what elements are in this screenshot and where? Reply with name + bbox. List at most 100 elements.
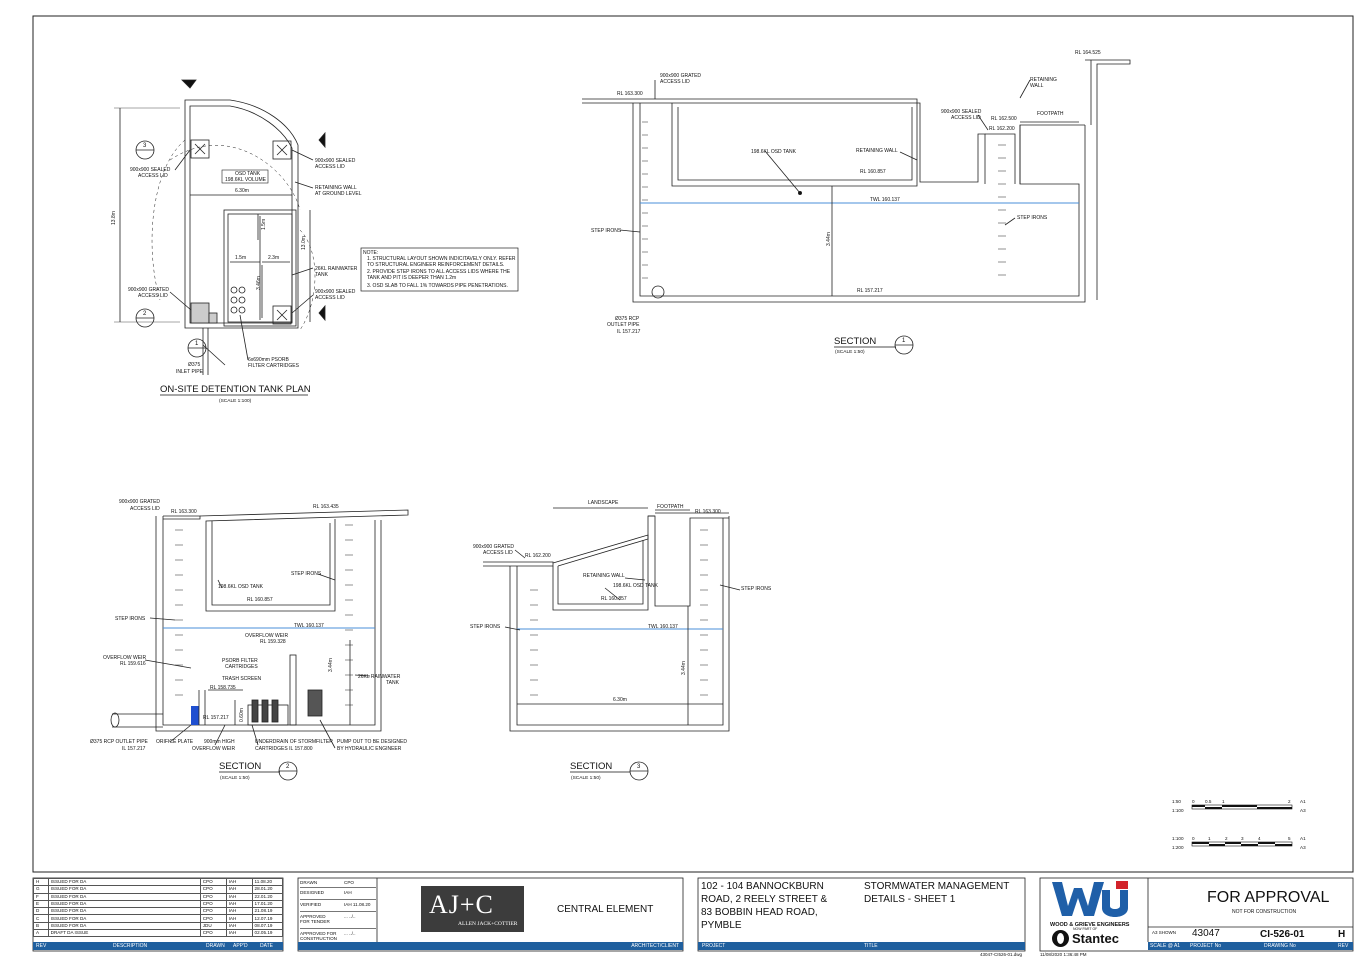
s3-landscape: LANDSCAPE bbox=[588, 500, 619, 506]
construction-val: ... ../.. bbox=[344, 931, 356, 936]
address-line-4: PYMBLE bbox=[701, 920, 742, 931]
address-line-2: ROAD, 2 REELY STREET & bbox=[701, 894, 828, 905]
bar-rev: REV bbox=[1338, 943, 1349, 949]
revision-rev: D bbox=[33, 907, 49, 916]
revision-drawn: CPO bbox=[199, 907, 227, 916]
scale-row1-left-1: 1:50 bbox=[1172, 799, 1181, 804]
verified-val: IAH 11.08.20 bbox=[344, 902, 371, 907]
revision-appd: IAH bbox=[225, 892, 253, 901]
s2-weir900-1: 900mm HIGH bbox=[204, 739, 235, 745]
plan-width: 6.30m bbox=[235, 188, 249, 194]
title-bar-label: TITLE bbox=[864, 943, 878, 949]
scale-row1-tick-0: 0 bbox=[1192, 799, 1195, 804]
s1-retaining-top-2: WALL bbox=[1030, 83, 1044, 89]
s2-overflow-left-2: RL 159.616 bbox=[120, 661, 146, 667]
s2-underdrain-1: UNDERDRAIN OF STORMFILTER bbox=[255, 739, 333, 745]
notes-line-1: 1. STRUCTURAL LAYOUT SHOWN INDICITAVELY … bbox=[367, 256, 516, 262]
s1-title: SECTION bbox=[834, 336, 876, 347]
ajc-logo: AJ+C ALLEN JACK+COTTIER bbox=[421, 886, 524, 932]
scale-bars: 1:50 1:100 0 0.5 1 2 A1 A3 1:100 1:200 0… bbox=[1172, 799, 1306, 850]
project-bar: PROJECT TITLE bbox=[698, 942, 1025, 950]
s3-osd: 198.6KL OSD TANK bbox=[613, 583, 659, 589]
scale-row1-tick-1: 0.5 bbox=[1205, 799, 1212, 804]
scale-row1-tick-4: 2 bbox=[1288, 799, 1291, 804]
revision-rev: H bbox=[33, 877, 49, 887]
revision-desc: ISSUED FOR DA bbox=[47, 885, 201, 894]
plan-dim-23: 2.3m bbox=[268, 255, 279, 261]
section-1-drawing bbox=[582, 59, 1131, 355]
notes-line-2: TO STRUCTURAL ENGINEER REINFORCEMENT DET… bbox=[367, 262, 504, 268]
drawing-title-2: DETAILS - SHEET 1 bbox=[864, 894, 956, 905]
s3-footpath: FOOTPATH bbox=[657, 504, 684, 510]
plan-dim-15a: 1.5m bbox=[261, 219, 267, 230]
s3-rl-160857: RL 160.857 bbox=[601, 596, 627, 602]
plan-lid-right-2: ACCESS LID bbox=[315, 164, 345, 170]
revision-desc: ISSUED FOR DA bbox=[47, 914, 201, 923]
revision-appd: IAH bbox=[225, 885, 253, 894]
s2-num: 2 bbox=[286, 764, 290, 770]
s1-sealed-1: 900x900 SEALED bbox=[941, 109, 982, 115]
scale-row2-left-1: 1:100 bbox=[1172, 836, 1184, 841]
osd-tank-plan-text: 3 2 1 900x900 SEALED ACCESS LID 900x900 … bbox=[111, 143, 362, 404]
s2-dim-05: 0.60m bbox=[239, 708, 245, 722]
revision-appd: IAH bbox=[225, 907, 253, 916]
section-3-text: LANDSCAPE FOOTPATH RL 163.300 900x900 GR… bbox=[470, 500, 772, 781]
s2-orifice: ORIFICE PLATE bbox=[156, 739, 194, 745]
stantec-logo: Stantec bbox=[1052, 930, 1119, 947]
s2-step-right: STEP IRONS bbox=[291, 571, 322, 577]
revision-appd: IAH bbox=[225, 899, 253, 909]
s3-grated-2: ACCESS LID bbox=[483, 550, 513, 556]
scale-row2-left-2: 1:200 bbox=[1172, 845, 1184, 850]
revision-drawn: JDU bbox=[199, 921, 227, 931]
wge-logo-text: WOOD & GRIEVE ENGINEERS bbox=[1050, 922, 1130, 928]
s2-rl-435: RL 163.435 bbox=[313, 504, 339, 510]
scale-row2-tick-5: 5 bbox=[1288, 836, 1291, 841]
construction-label-2: CONSTRUCTION bbox=[300, 936, 338, 941]
plan-retaining-2: AT GROUND LEVEL bbox=[315, 191, 362, 197]
revision-appd: IAH bbox=[225, 877, 253, 887]
revision-desc: ISSUED FOR DA bbox=[47, 907, 201, 916]
revision-rev: B bbox=[33, 921, 49, 931]
revision-drawn: CPO bbox=[199, 899, 227, 909]
s1-step-right: STEP IRONS bbox=[1017, 215, 1048, 221]
approval-substatus: NOT FOR CONSTRUCTION bbox=[1232, 909, 1297, 915]
revision-date: 17.01.20 bbox=[251, 899, 284, 909]
s2-underdrain-2: CARTRIDGES IL 157.800 bbox=[255, 746, 313, 752]
drawing-number: CI-526-01 bbox=[1260, 929, 1305, 940]
project-address: 102 - 104 BANNOCKBURN ROAD, 2 REELY STRE… bbox=[701, 880, 827, 932]
architect-bar-label: ARCHITECT/CLIENT bbox=[631, 943, 679, 949]
s2-grated-1: 900x900 GRATED bbox=[119, 499, 160, 505]
s1-rl-162200: RL 162.200 bbox=[989, 126, 1015, 132]
scale-row2-tick-1: 1 bbox=[1208, 836, 1211, 841]
verified-label: VERIFIED bbox=[300, 902, 322, 907]
ajc-logo-sub: ALLEN JACK+COTTIER bbox=[458, 921, 518, 927]
s2-rainwater-1: 26KL RAINWATER bbox=[358, 674, 401, 680]
s2-rl-160857: RL 160.857 bbox=[247, 597, 273, 603]
notes-line-5: 3. OSD SLAB TO FALL 1% TOWARDS PIPE PENE… bbox=[367, 283, 508, 289]
s2-osd: 198.6KL OSD TANK bbox=[218, 584, 264, 590]
s1-scale: (SCALE 1:50) bbox=[835, 349, 865, 355]
s2-rl-158735: RL 158.735 bbox=[210, 685, 236, 691]
rev-h-rev: REV bbox=[36, 943, 47, 949]
drawing-revision: H bbox=[1338, 929, 1346, 940]
drawing-title-1: STORMWATER MANAGEMENT bbox=[864, 881, 1010, 892]
s3-rl-162200: RL 162.200 bbox=[525, 553, 551, 559]
s2-title: SECTION bbox=[219, 761, 261, 772]
notes-line-4: TANK AND PIT IS DEEPER THAN 1.2m bbox=[367, 275, 456, 281]
s2-psorb-2: CARTRIDGES bbox=[225, 664, 258, 670]
s1-sealed-2: ACCESS LID bbox=[951, 115, 981, 121]
revision-rev: E bbox=[33, 899, 49, 909]
drawing-title: STORMWATER MANAGEMENT DETAILS - SHEET 1 bbox=[864, 880, 1009, 906]
s2-trash: TRASH SCREEN bbox=[222, 676, 262, 682]
section-3-drawing bbox=[483, 507, 741, 781]
plan-rainwater-2: TANK bbox=[315, 272, 329, 278]
s3-retaining: RETAINING WALL bbox=[583, 573, 625, 579]
revision-date: 22.01.20 bbox=[251, 892, 284, 901]
drawn-val: CPO bbox=[344, 880, 354, 885]
s2-rl-157217: RL 157.217 bbox=[203, 715, 229, 721]
address-line-1: 102 - 104 BANNOCKBURN bbox=[701, 881, 824, 892]
s3-twl: TWL 160.137 bbox=[648, 624, 678, 630]
revision-desc: DRAFT DA ISSUE bbox=[47, 929, 201, 938]
